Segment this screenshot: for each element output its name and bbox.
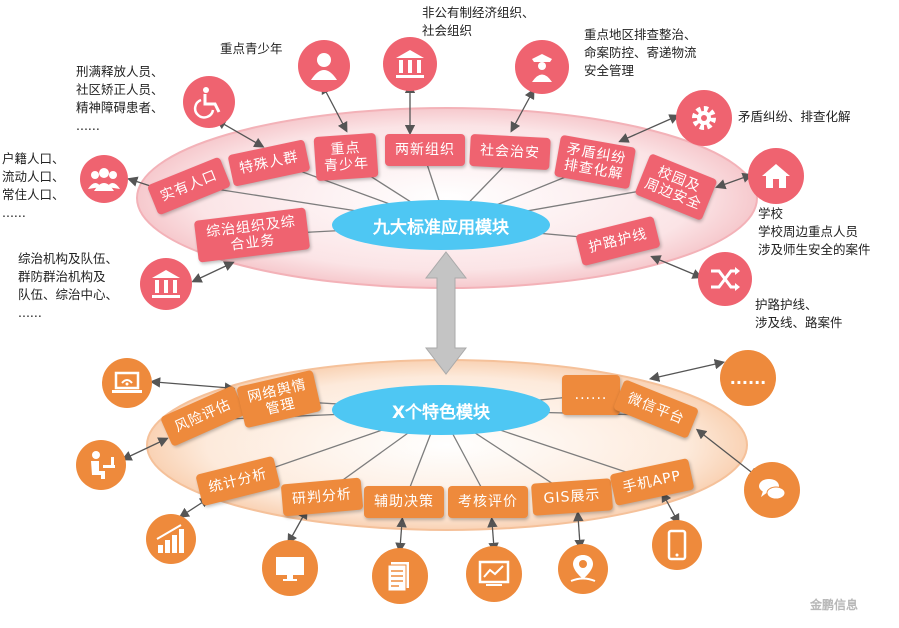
house-icon: [748, 148, 804, 204]
note-campus: 学校 学校周边重点人员 涉及师生安全的案件: [758, 206, 871, 257]
gear-icon: [676, 90, 732, 146]
top-hub-label: 九大标准应用模块: [373, 217, 509, 238]
person-desk-icon: [76, 440, 126, 490]
note-dispute: 矛盾纠纷、排查化解: [738, 109, 851, 124]
person-icon: [298, 40, 350, 92]
more-circle: ......: [720, 350, 776, 406]
bottom-hub-label: X个特色模块: [391, 402, 491, 423]
institution-icon: [140, 258, 192, 310]
top-connectors: [127, 82, 753, 283]
chat-bubbles-icon: [744, 462, 800, 518]
double-arrow: [424, 251, 468, 375]
people-group-icon: [80, 155, 128, 203]
bar-chart-icon: [146, 514, 196, 564]
module-decision-support[interactable]: 辅助决策: [364, 486, 444, 518]
bottom-connectors: [121, 359, 760, 554]
monitor-chart-icon: [466, 546, 522, 602]
smartphone-icon: [652, 520, 702, 570]
watermark: 金鹏信息: [810, 598, 859, 612]
institution-icon: [383, 37, 437, 91]
module-two-new-orgs[interactable]: 两新组织: [385, 134, 465, 166]
monitor-icon: [262, 540, 318, 596]
top-hub-shape: [332, 200, 550, 250]
module-gis[interactable]: GIS展示: [530, 478, 614, 516]
note-comprehensive: 综治机构及队伍、 群防群治机构及 队伍、综治中心、 ......: [18, 251, 119, 320]
location-pin-icon: [558, 544, 608, 594]
police-icon: [515, 40, 569, 94]
module-ellipsis[interactable]: ......: [562, 375, 620, 415]
laptop-wifi-icon: [102, 358, 152, 408]
note-key-youth: 重点青少年: [220, 41, 283, 56]
document-icon: [372, 548, 428, 604]
more-circle-text: ......: [729, 368, 767, 388]
module-public-security[interactable]: 社会治安: [469, 133, 551, 171]
module-key-youth[interactable]: 重点 青少年: [313, 132, 379, 182]
module-evaluation[interactable]: 考核评价: [448, 486, 528, 518]
note-two-new-orgs: 非公有制经济组织、 社会组织: [422, 5, 535, 38]
note-road: 护路护线、 涉及线、路案件: [755, 297, 843, 330]
note-public-security: 重点地区排查整治、 命案防控、寄递物流 安全管理: [584, 27, 697, 78]
shuffle-icon: [698, 252, 752, 306]
note-population: 户籍人口、 流动人口、 常住人口、 ......: [2, 151, 65, 220]
bottom-hub-shape: [332, 385, 550, 435]
wheelchair-icon: [183, 76, 235, 128]
note-special-groups: 刑满释放人员、 社区矫正人员、 精神障碍患者、 ......: [76, 64, 164, 133]
